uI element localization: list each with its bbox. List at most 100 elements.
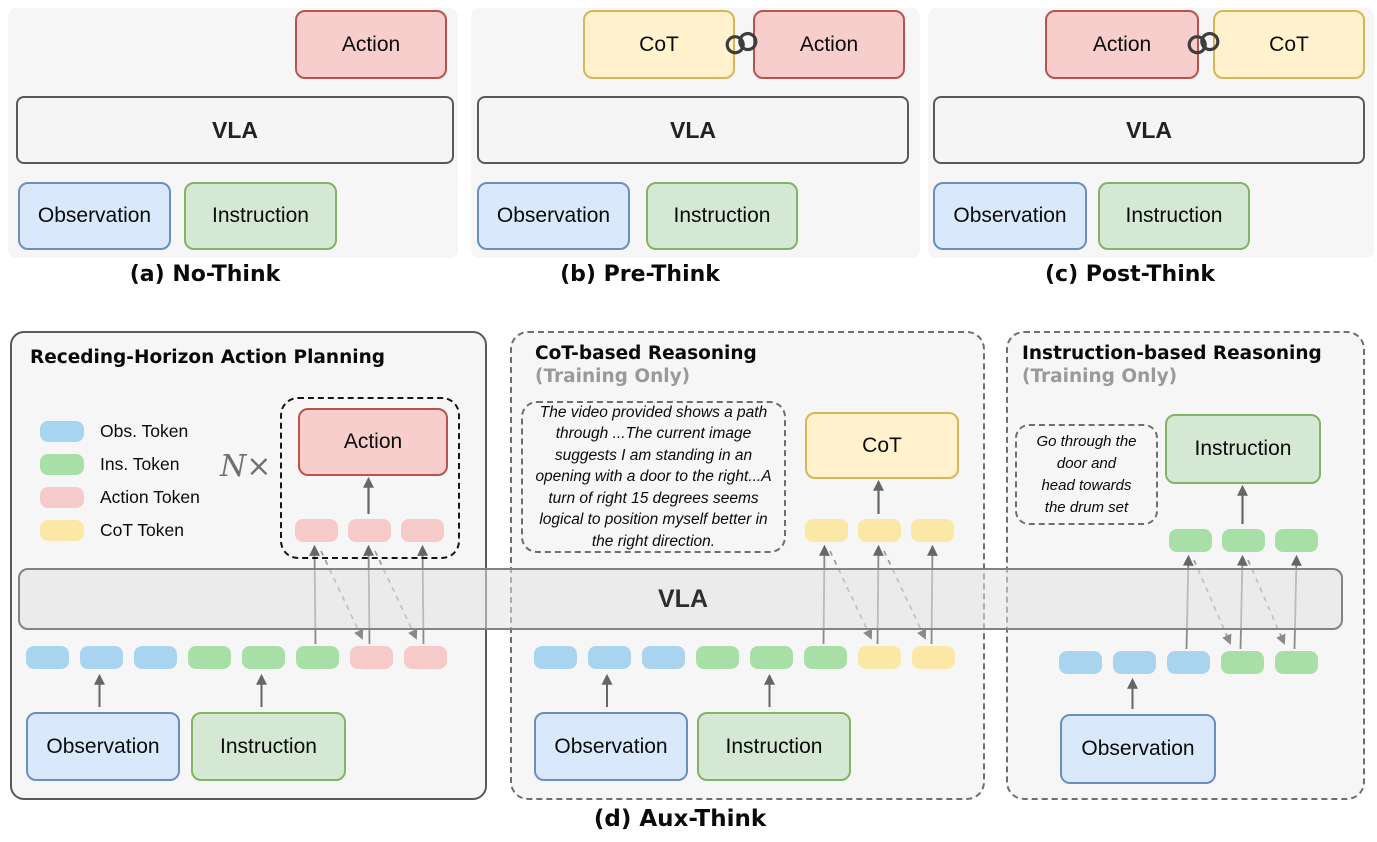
cot-box: CoT: [583, 10, 735, 79]
caption-b: (b) Pre-Think: [560, 262, 720, 287]
cot-label: CoT: [862, 433, 902, 457]
n-times-label: N×: [220, 449, 272, 484]
green-token: [1275, 651, 1318, 674]
action-label: Action: [799, 32, 859, 56]
yellow-token: [858, 646, 901, 669]
observation-label: Observation: [46, 734, 160, 758]
action-box: Action: [1045, 10, 1199, 79]
pink-token: [295, 519, 338, 542]
panel-cot-reasoning: CoT-based Reasoning (Training Only) The …: [510, 331, 985, 800]
action-box: Action: [295, 10, 447, 79]
instruction-token-row: [1169, 529, 1318, 552]
legend-row: Ins. Token: [40, 454, 200, 475]
cot-box: CoT: [805, 412, 959, 479]
green-token: [296, 646, 339, 669]
green-token: [242, 646, 285, 669]
action-box: Action: [753, 10, 905, 79]
pink-token: [401, 519, 444, 542]
yellow-token: [805, 519, 848, 542]
pink-token: [350, 646, 393, 669]
receding-horizon-title: Receding-Horizon Action Planning: [30, 347, 385, 368]
green-token: [1169, 529, 1212, 552]
panel-pre-think: CoT Action VLA Observation Instruction: [471, 8, 920, 258]
green-token: [696, 646, 739, 669]
panel-instruction-reasoning: Instruction-based Reasoning (Training On…: [1006, 331, 1365, 800]
cot-reasoning-text-box: The video provided shows a path through …: [521, 401, 786, 553]
instruction-label: Instruction: [212, 204, 309, 227]
vla-box: VLA: [933, 96, 1365, 164]
cot-label: CoT: [1269, 32, 1309, 56]
vla-bar: [18, 568, 1343, 630]
green-token: [804, 646, 847, 669]
cot-reasoning-subtitle: (Training Only): [535, 366, 691, 387]
observation-box: Observation: [26, 712, 180, 781]
chain-link-icon: [725, 31, 758, 55]
blue-token: [1167, 651, 1210, 674]
observation-box: Observation: [1060, 714, 1216, 784]
instruction-reasoning-subtitle: (Training Only): [1022, 366, 1178, 387]
caption-a: (a) No-Think: [129, 262, 281, 287]
yellow-token: [858, 519, 901, 542]
input-token-row: [1059, 651, 1318, 674]
yellow-token: [912, 646, 955, 669]
blue-token: [26, 646, 69, 669]
observation-box: Observation: [18, 182, 171, 250]
cot-box: CoT: [1213, 10, 1365, 79]
observation-box: Observation: [933, 182, 1087, 250]
instruction-label: Instruction: [220, 734, 317, 758]
action-box: Action: [298, 408, 448, 476]
cot-reasoning-title: CoT-based Reasoning: [535, 343, 757, 364]
observation-box: Observation: [477, 182, 630, 250]
pink-token: [404, 646, 447, 669]
legend-row: Obs. Token: [40, 421, 200, 442]
legend-label: Action Token: [100, 487, 200, 507]
yellow-token: [911, 519, 954, 542]
action-label: Action: [1092, 32, 1152, 56]
instruction-label: Instruction: [1125, 204, 1223, 227]
instruction-box: Instruction: [191, 712, 346, 781]
vla-bar-label: VLA: [658, 584, 708, 613]
action-label: Action: [343, 430, 403, 453]
observation-label: Observation: [1081, 737, 1195, 760]
blue-token-swatch: [40, 421, 84, 442]
pink-token-swatch: [40, 487, 84, 508]
blue-token: [134, 646, 177, 669]
green-token: [1275, 529, 1318, 552]
instruction-box: Instruction: [697, 712, 851, 781]
caption-d: (d) Aux-Think: [593, 806, 767, 832]
vla-label: VLA: [212, 116, 258, 143]
chain-link-icon: [1187, 31, 1220, 55]
instruction-box: Instruction: [1098, 182, 1250, 250]
instruction-label: Instruction: [725, 734, 823, 758]
observation-label: Observation: [496, 204, 611, 227]
instruction-box: Instruction: [1165, 414, 1321, 484]
instruction-text-box: Go through the door and head towards the…: [1015, 424, 1158, 525]
vla-label: VLA: [670, 116, 716, 143]
input-token-row: [534, 646, 955, 669]
green-token: [1221, 651, 1264, 674]
instruction-label: Instruction: [673, 204, 771, 227]
legend-row: Action Token: [40, 487, 200, 508]
instruction-box: Instruction: [646, 182, 798, 250]
vla-box: VLA: [16, 96, 454, 164]
observation-label: Observation: [37, 204, 152, 227]
pink-token: [348, 519, 391, 542]
instruction-box: Instruction: [184, 182, 337, 250]
blue-token: [642, 646, 685, 669]
panel-receding-horizon: Receding-Horizon Action Planning Obs. To…: [10, 331, 487, 800]
observation-box: Observation: [534, 712, 688, 781]
instruction-reasoning-title: Instruction-based Reasoning: [1022, 343, 1322, 364]
green-token: [188, 646, 231, 669]
observation-label: Observation: [953, 204, 1067, 227]
green-token: [750, 646, 793, 669]
green-token: [1222, 529, 1265, 552]
vla-label: VLA: [1126, 116, 1172, 143]
cot-token-row: [805, 519, 954, 542]
cot-label: CoT: [639, 32, 679, 56]
instruction-label: Instruction: [1194, 437, 1292, 460]
observation-label: Observation: [554, 734, 668, 758]
panel-no-think: Action VLA Observation Instruction: [8, 8, 458, 258]
action-label: Action: [341, 32, 401, 56]
